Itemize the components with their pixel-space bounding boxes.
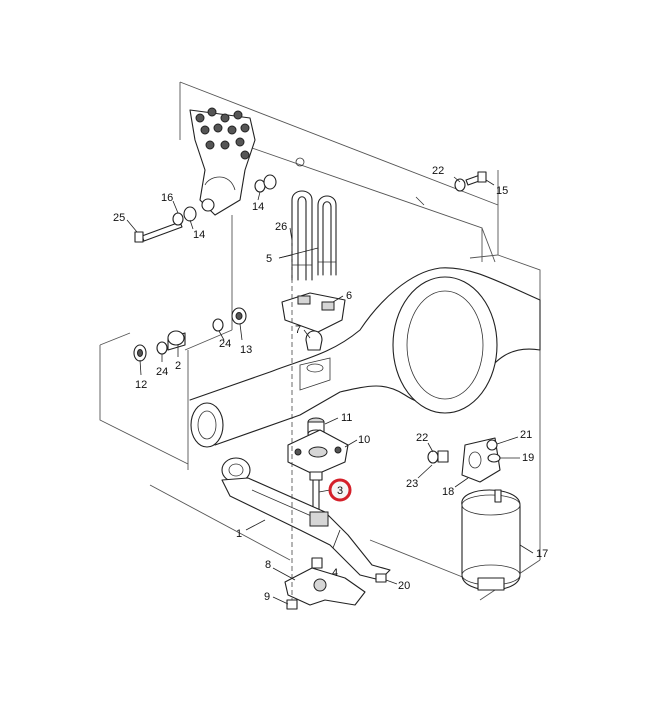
frame-bracket bbox=[189, 107, 256, 216]
callout-9: 9 bbox=[264, 591, 270, 603]
pivot-bolt bbox=[134, 174, 277, 243]
bushing-set-left bbox=[133, 307, 247, 362]
callout-5: 5 bbox=[266, 253, 272, 265]
callout-14-left: 14 bbox=[193, 229, 205, 241]
callout-11: 11 bbox=[341, 412, 352, 424]
axle-housing bbox=[189, 267, 541, 448]
callout-18: 18 bbox=[442, 486, 454, 498]
lower-plate bbox=[284, 557, 366, 606]
callout-23: 23 bbox=[406, 478, 418, 490]
top-right-fasteners bbox=[454, 171, 487, 192]
highlighted-part-3[interactable]: 3 bbox=[318, 478, 352, 502]
callout-12: 12 bbox=[135, 379, 147, 391]
leaf-spring bbox=[221, 457, 391, 581]
u-bolts bbox=[291, 190, 337, 281]
callout-4: 4 bbox=[332, 567, 338, 579]
bolt-20 bbox=[375, 573, 387, 583]
spring-seat bbox=[287, 429, 349, 476]
highlight-ring bbox=[328, 478, 352, 502]
callout-26: 26 bbox=[275, 221, 287, 233]
air-spring bbox=[461, 489, 521, 591]
callout-24-mid: 24 bbox=[219, 338, 231, 350]
bracket-bolts bbox=[195, 107, 250, 160]
callout-10: 10 bbox=[358, 434, 370, 446]
callout-19: 19 bbox=[522, 452, 534, 464]
callout-labels: 1 2 4 5 6 7 8 9 10 11 12 13 14 14 15 16 bbox=[113, 165, 548, 605]
callout-24-left: 24 bbox=[156, 366, 168, 378]
callout-6: 6 bbox=[346, 290, 352, 302]
callout-22-top: 22 bbox=[432, 165, 444, 177]
nut-9 bbox=[286, 230, 298, 610]
callout-14-top: 14 bbox=[252, 201, 264, 213]
callout-7: 7 bbox=[295, 324, 301, 336]
callout-17: 17 bbox=[536, 548, 548, 560]
callout-3: 3 bbox=[337, 485, 343, 497]
callout-20: 20 bbox=[398, 580, 410, 592]
clamp-plate bbox=[281, 292, 346, 333]
callout-15: 15 bbox=[496, 185, 508, 197]
callout-13: 13 bbox=[240, 344, 252, 356]
callout-2: 2 bbox=[175, 360, 181, 372]
callout-8: 8 bbox=[265, 559, 271, 571]
bump-stop bbox=[305, 330, 323, 351]
callout-1: 1 bbox=[236, 528, 242, 540]
callout-21: 21 bbox=[520, 429, 532, 441]
air-spring-bracket bbox=[427, 437, 501, 483]
callout-22-right: 22 bbox=[416, 432, 428, 444]
callout-25: 25 bbox=[113, 212, 125, 224]
callout-16: 16 bbox=[161, 192, 173, 204]
